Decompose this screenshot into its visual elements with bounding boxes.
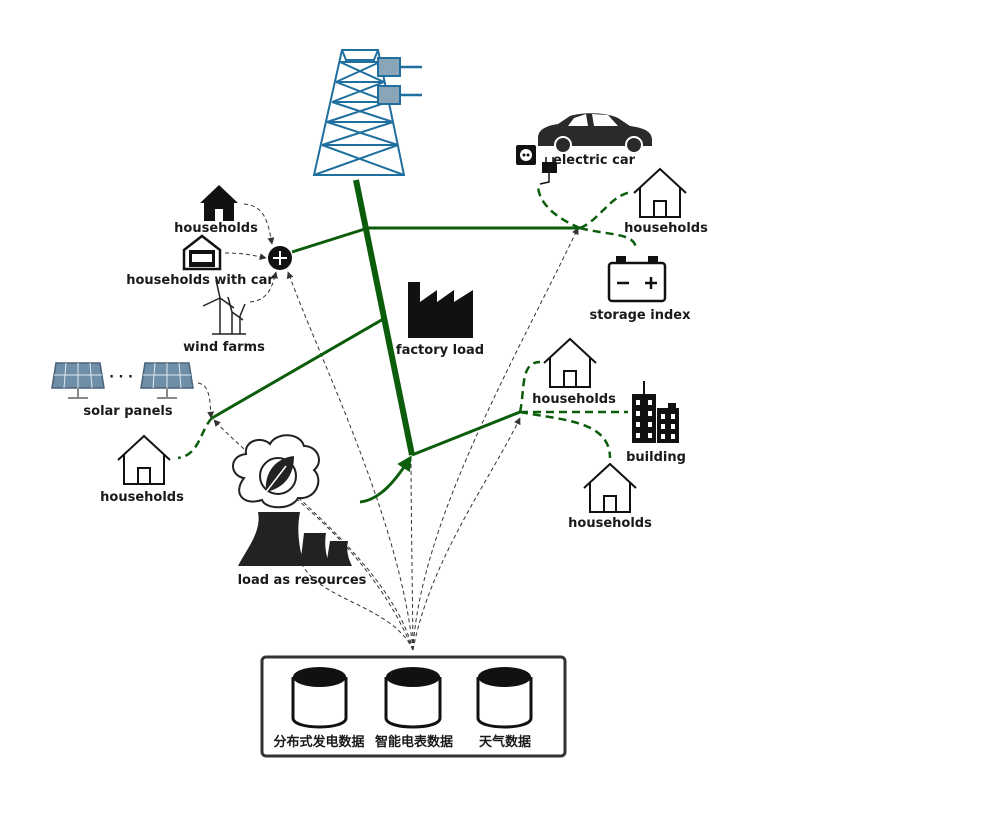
battery-icon [607, 256, 667, 303]
label-households-mid: households [532, 392, 616, 407]
database-icon [291, 667, 348, 729]
database-icon [476, 667, 533, 729]
flow-households-to-plus [243, 203, 275, 245]
data-flow-to-storage [412, 227, 579, 651]
data-flow-to-junction [410, 455, 414, 651]
transmission-tower-icon [312, 49, 422, 176]
factory-icon [408, 282, 473, 338]
label-solar-panels: solar panels [83, 404, 172, 419]
database-label: 智能电表数据 [375, 734, 453, 750]
solar-panel-icon [51, 362, 105, 399]
label-households-bottom-right: households [568, 516, 652, 531]
flow-car-to-plus [224, 252, 267, 261]
branch-to-electric-car [536, 184, 581, 230]
label-load-as-resources: load as resources [238, 573, 367, 588]
house-icon [543, 337, 597, 388]
branch-to-storage [579, 226, 638, 251]
branch-to-households-left [177, 417, 213, 460]
label-storage-index: storage index [590, 308, 692, 323]
data-flow-to-households [412, 417, 521, 651]
plus-icon [268, 246, 292, 270]
wind-turbine-icon [202, 279, 246, 335]
label-building: building [626, 450, 686, 465]
data-flow-to-plus [286, 271, 414, 651]
line-plant-to-main [359, 455, 412, 504]
data-flow-to-load [297, 499, 414, 651]
branch-to-households-right [579, 190, 633, 230]
car-icon [538, 113, 652, 154]
power-grid-lines [211, 179, 580, 504]
line-plus-to-main [291, 226, 369, 254]
power-plant-icon [232, 434, 352, 566]
solar-ellipsis: · · · [109, 370, 133, 385]
house-icon [583, 462, 637, 513]
label-households-right-top: households [624, 221, 708, 236]
building-icon [632, 381, 679, 443]
house-icon [117, 434, 171, 485]
branch-to-households-bottom [519, 410, 612, 459]
flow-wind-to-plus [249, 271, 278, 303]
leaf-icon [259, 456, 297, 495]
data-sources-box: 分布式发电数据 智能电表数据 天气数据 [260, 655, 567, 758]
data-flow-to-solar [213, 419, 414, 651]
plug-icon [516, 145, 557, 185]
data-flow-lines [197, 203, 579, 651]
garage-car-icon [182, 234, 222, 271]
solar-panel-icon [140, 362, 194, 399]
branch-to-households-mid [518, 360, 541, 413]
label-factory-load: factory load [396, 343, 484, 358]
house-icon [633, 167, 687, 218]
line-main-to-solar [211, 316, 386, 420]
label-electric-car: electric car [553, 153, 636, 168]
database-label: 分布式发电数据 [273, 734, 364, 750]
label-households-with-car: households with car [126, 273, 274, 288]
house-icon [200, 185, 238, 221]
distribution-branches [177, 184, 638, 460]
line-main-to-households [411, 410, 521, 457]
database-label: 天气数据 [479, 734, 531, 750]
label-wind-farms: wind farms [183, 340, 265, 355]
label-households-left: households [100, 490, 184, 505]
label-households-top: households [174, 221, 258, 236]
database-icon [384, 667, 442, 729]
flow-solar-to-grid [197, 382, 215, 419]
